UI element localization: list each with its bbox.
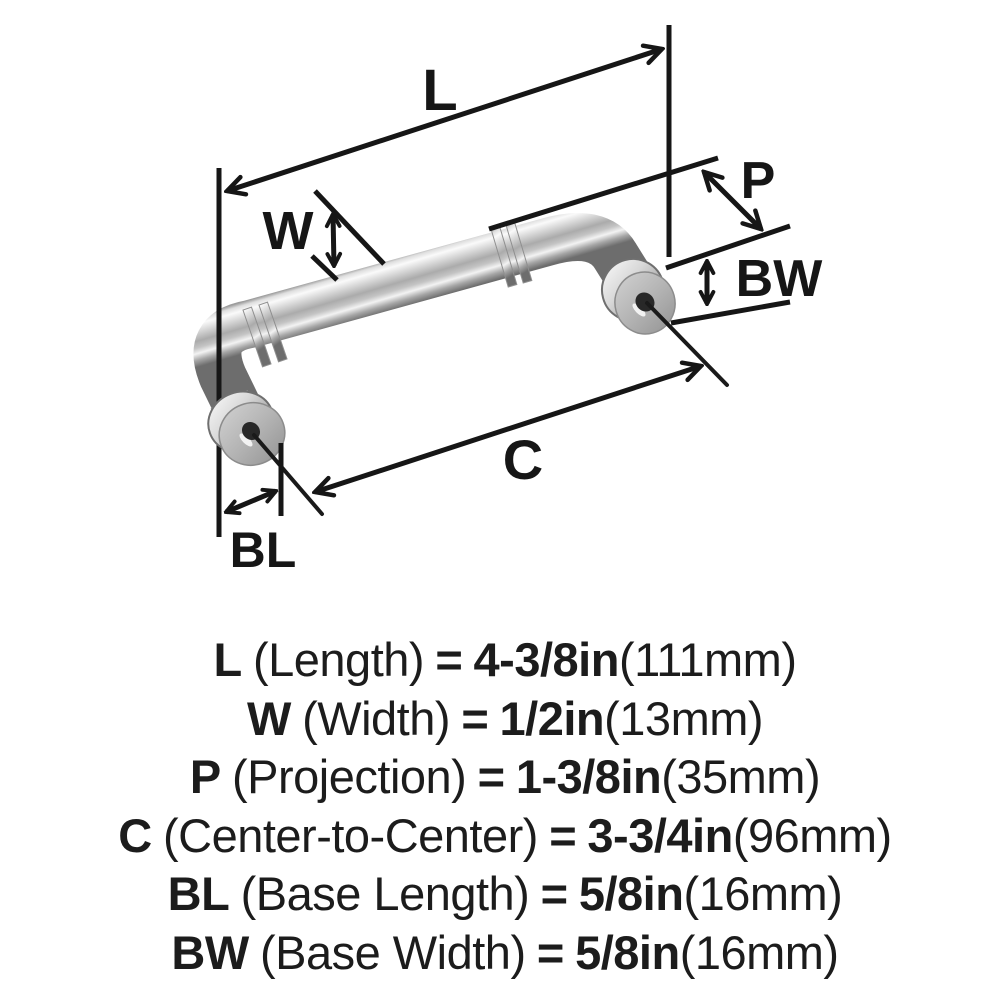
spec-equals: = (536, 925, 564, 979)
spec-equals: = (461, 691, 489, 745)
spec-line-base-width: BW(Base Width)=5/8in(16mm) (10, 924, 1000, 983)
handle-dimension-diagram: L W P BW C BL (193, 25, 824, 578)
spec-value-inches: 5/8in (578, 867, 684, 920)
spec-code: BL (167, 867, 230, 920)
spec-line-length: L(Length)=4-3/8in(111mm) (10, 631, 1000, 690)
spec-list: L(Length)=4-3/8in(111mm) W(Width)=1/2in(… (0, 631, 1000, 982)
spec-equals: = (549, 808, 577, 862)
spec-value-metric: (35mm) (661, 750, 821, 803)
reference-line-base-width-lower (670, 299, 791, 326)
dimension-arrow-projection (704, 172, 761, 229)
screw-axis-line (252, 433, 324, 516)
handle-ring (258, 301, 288, 363)
spec-name: (Width) (302, 691, 451, 745)
spec-value-inches: 1-3/8in (515, 750, 662, 803)
label-center-to-center: C (503, 428, 543, 491)
spec-line-base-length: BL(Base Length)=5/8in(16mm) (10, 865, 1000, 924)
spec-value-metric: (16mm) (679, 925, 839, 979)
spec-line-center-to-center: C(Center-to-Center)=3-3/4in(96mm) (10, 807, 1000, 866)
dimension-arrow-length (227, 49, 662, 191)
label-length: L (422, 58, 457, 123)
spec-value-inches: 3-3/4in (587, 808, 733, 862)
spec-code: BW (171, 925, 249, 979)
reference-tick-width-lower (310, 254, 339, 282)
spec-code: W (246, 691, 291, 745)
spec-line-width: W(Width)=1/2in(13mm) (10, 690, 1000, 749)
spec-equals: = (540, 867, 568, 920)
label-projection: P (741, 152, 776, 210)
spec-value-metric: (96mm) (732, 808, 892, 862)
spec-line-projection: P(Projection)=1-3/8in(35mm) (10, 748, 1000, 807)
spec-name: (Base Width) (259, 925, 526, 979)
spec-value-inches: 1/2in (499, 691, 605, 745)
screw-hole-glint (239, 433, 253, 447)
spec-code: L (213, 633, 243, 686)
dimension-arrow-base-length (226, 491, 276, 512)
handle-tube (193, 213, 665, 438)
reference-line-projection-upper (488, 155, 719, 232)
spec-value-inches: 4-3/8in (473, 633, 620, 686)
spec-code: C (118, 808, 152, 862)
spec-equals: = (435, 633, 463, 686)
spec-value-inches: 5/8in (575, 925, 680, 979)
reference-line-projection-lower (665, 223, 791, 271)
spec-name: (Center-to-Center) (162, 808, 538, 862)
reference-tick-width-upper (313, 189, 386, 266)
spec-name: (Length) (252, 633, 425, 686)
spec-code: P (189, 750, 221, 803)
dimension-arrow-center-to-center (315, 366, 701, 492)
spec-name: (Base Length) (240, 867, 530, 920)
screw-axis-line (645, 301, 729, 387)
label-base-length: BL (230, 522, 297, 578)
spec-value-metric: (16mm) (683, 867, 843, 920)
label-base-width: BW (736, 250, 824, 308)
spec-value-metric: (111mm) (618, 633, 797, 686)
handle-ring (242, 306, 272, 368)
dimension-arrow-width (333, 214, 334, 266)
spec-value-metric: (13mm) (604, 691, 764, 745)
spec-equals: = (477, 750, 505, 803)
label-width: W (263, 201, 314, 261)
spec-name: (Projection) (232, 750, 467, 803)
screw-hole-glint (632, 303, 646, 317)
